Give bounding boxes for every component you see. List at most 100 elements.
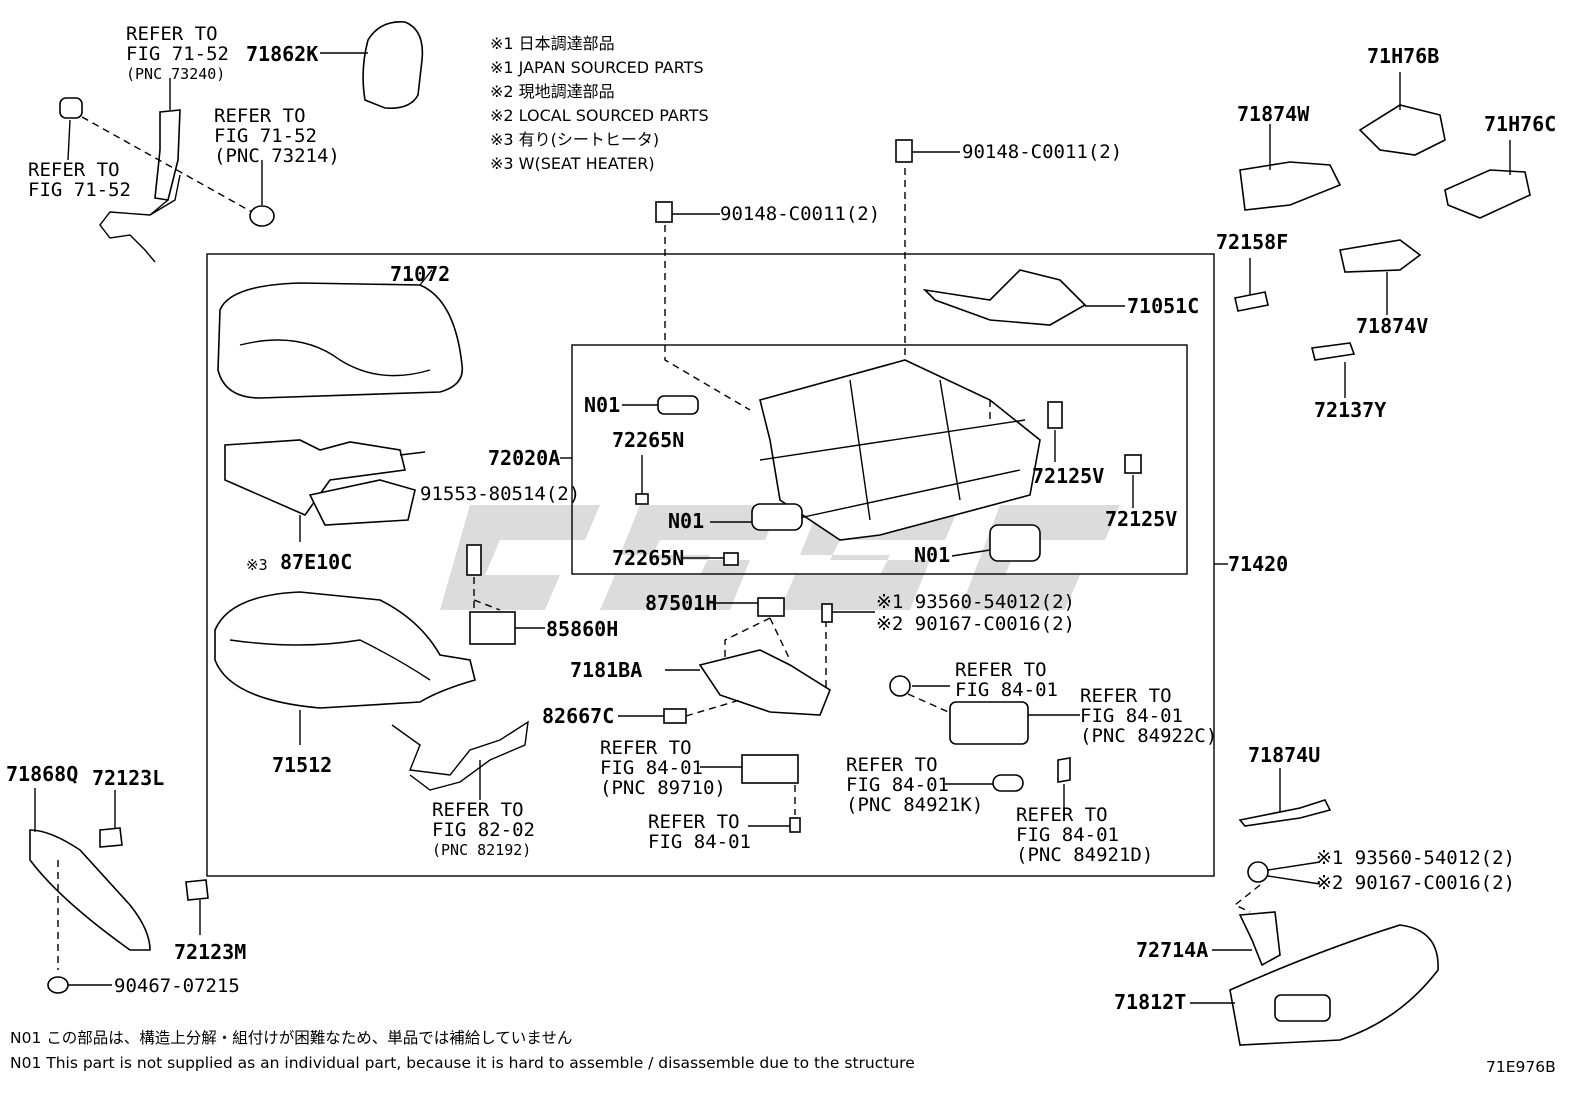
part-72123m-clip bbox=[185, 879, 209, 901]
part-7181ba-bracket bbox=[618, 597, 875, 724]
label-93560-b: ※1 93560-54012(2) bbox=[1316, 847, 1515, 869]
label-7181ba: 7181BA bbox=[570, 658, 643, 682]
label-ref-8401-b-2: FIG 84-01 bbox=[648, 831, 751, 853]
label-ref-7152-c-1: REFER TO bbox=[28, 159, 120, 181]
label-71862k: 71862K bbox=[246, 42, 319, 66]
note-line-1: ※1 日本調達部品 bbox=[490, 34, 615, 53]
part-72123l-clip bbox=[99, 827, 123, 848]
part-n01-motor-b bbox=[751, 503, 803, 531]
part-71512-cushion-pad bbox=[214, 591, 476, 709]
note-line-5: ※3 有り(シートヒータ) bbox=[490, 130, 660, 149]
part-n01-motor-a bbox=[657, 395, 699, 415]
part-71072-cushion-cover bbox=[217, 282, 464, 399]
label-ref-84921k-3: (PNC 84921K) bbox=[846, 794, 984, 816]
part-seat-switch-panel bbox=[1274, 994, 1331, 1022]
part-switch-84922c bbox=[949, 701, 1029, 745]
part-72125v-a bbox=[1047, 401, 1063, 429]
part-71051c-link bbox=[922, 269, 1087, 326]
part-90148-bolt-b bbox=[895, 139, 913, 163]
label-93560-a: ※1 93560-54012(2) bbox=[876, 591, 1075, 613]
label-ref-7152-a-2: FIG 71-52 bbox=[126, 43, 229, 65]
label-n01-a: N01 bbox=[584, 393, 621, 417]
part-switch-knob bbox=[889, 675, 911, 697]
part-71868q-cover bbox=[29, 829, 151, 951]
label-ref-84922c-2: FIG 84-01 bbox=[1080, 705, 1183, 727]
footnote-jp: N01 この部品は、構造上分解・組付けが困難なため、単品では補給していません bbox=[10, 1029, 573, 1047]
label-72125v-a: 72125V bbox=[1032, 464, 1105, 488]
part-85860h-switch bbox=[466, 544, 545, 645]
label-ref-89710-1: REFER TO bbox=[600, 737, 692, 759]
label-87501h: 87501H bbox=[645, 591, 718, 615]
part-wire-harness-82192 bbox=[391, 720, 529, 791]
part-knob-84921k bbox=[992, 774, 1024, 792]
label-n01-b: N01 bbox=[668, 509, 705, 533]
part-71874w bbox=[1239, 161, 1342, 211]
label-90467: 90467-07215 bbox=[114, 975, 240, 997]
part-71420-seat-adjuster bbox=[664, 168, 1041, 541]
label-ref-82192-1: REFER TO bbox=[432, 799, 524, 821]
label-71868q: 71868Q bbox=[6, 762, 79, 786]
label-ref-7152-b-1: REFER TO bbox=[214, 105, 306, 127]
label-71h76b: 71H76B bbox=[1367, 44, 1440, 68]
part-72265n-clip-a bbox=[635, 493, 649, 505]
part-90467-clip bbox=[47, 976, 69, 994]
label-ref-84921k-1: REFER TO bbox=[846, 754, 938, 776]
footnote-en: N01 This part is not supplied as an indi… bbox=[10, 1054, 915, 1072]
assembly-frame bbox=[206, 253, 1215, 877]
label-90167-a: ※2 90167-C0016(2) bbox=[876, 613, 1075, 635]
part-72125v-b bbox=[1124, 454, 1142, 474]
label-ref-82192-3: (PNC 82192) bbox=[432, 841, 532, 859]
part-87e10c-seat-heater bbox=[224, 439, 406, 516]
label-71051c: 71051C bbox=[1127, 294, 1200, 318]
note-line-6: ※3 W(SEAT HEATER) bbox=[490, 154, 655, 173]
label-90148-a: 90148-C0011(2) bbox=[720, 203, 881, 225]
label-ref-84921k-2: FIG 84-01 bbox=[846, 774, 949, 796]
label-ref-7152-a-3: (PNC 73240) bbox=[126, 65, 226, 83]
label-71h76c: 71H76C bbox=[1484, 112, 1557, 136]
label-72265n-a: 72265N bbox=[612, 428, 685, 452]
label-ref-84921d-3: (PNC 84921D) bbox=[1016, 844, 1154, 866]
label-87e10c-prefix: ※3 bbox=[246, 556, 268, 574]
label-72020a: 72020A bbox=[488, 446, 561, 470]
label-85860h: 85860H bbox=[546, 617, 619, 641]
label-71072: 71072 bbox=[390, 262, 451, 286]
label-87e10c: 87E10C bbox=[280, 550, 353, 574]
part-71874v bbox=[1339, 239, 1422, 273]
label-ref-84921d-2: FIG 84-01 bbox=[1016, 824, 1119, 846]
label-82667c: 82667C bbox=[542, 704, 615, 728]
label-71812t: 71812T bbox=[1114, 990, 1187, 1014]
label-72125v-b: 72125V bbox=[1105, 507, 1178, 531]
part-seat-belt-buckle bbox=[59, 78, 275, 263]
label-71874u: 71874U bbox=[1248, 743, 1321, 767]
part-n01-motor-c bbox=[989, 524, 1041, 562]
part-screw-93560 bbox=[1247, 861, 1269, 883]
label-90167-b: ※2 90167-C0016(2) bbox=[1316, 872, 1515, 894]
part-72137y bbox=[1311, 342, 1356, 361]
label-72158f: 72158F bbox=[1216, 230, 1289, 254]
part-71874u bbox=[1238, 799, 1332, 827]
label-72714a: 72714A bbox=[1136, 938, 1209, 962]
label-71874w: 71874W bbox=[1237, 102, 1310, 126]
figure-id: 71E976B bbox=[1486, 1058, 1556, 1076]
part-72265n-clip-b bbox=[723, 552, 739, 566]
part-71862k-cover bbox=[362, 21, 424, 110]
label-72137y: 72137Y bbox=[1314, 398, 1387, 422]
label-ref-84922c-3: (PNC 84922C) bbox=[1080, 725, 1218, 747]
part-72714a bbox=[1238, 911, 1281, 967]
label-72265n-b: 72265N bbox=[612, 546, 685, 570]
label-ref-7152-c-2: FIG 71-52 bbox=[28, 179, 131, 201]
label-ref-89710-2: FIG 84-01 bbox=[600, 757, 703, 779]
label-ref-84922c-1: REFER TO bbox=[1080, 685, 1172, 707]
label-ref-7152-b-2: FIG 71-52 bbox=[214, 125, 317, 147]
note-line-4: ※2 LOCAL SOURCED PARTS bbox=[490, 106, 709, 125]
label-ref-8401-a-1: REFER TO bbox=[955, 659, 1047, 681]
note-line-3: ※2 現地調達部品 bbox=[490, 82, 615, 101]
adjuster-frame bbox=[571, 344, 1188, 575]
part-90148-bolt-a bbox=[655, 201, 673, 223]
label-ref-8401-a-2: FIG 84-01 bbox=[955, 679, 1058, 701]
label-71874v: 71874V bbox=[1356, 314, 1429, 338]
part-ecu-89710 bbox=[741, 754, 799, 784]
label-ref-89710-3: (PNC 89710) bbox=[600, 777, 726, 799]
part-71h76b bbox=[1358, 104, 1446, 156]
